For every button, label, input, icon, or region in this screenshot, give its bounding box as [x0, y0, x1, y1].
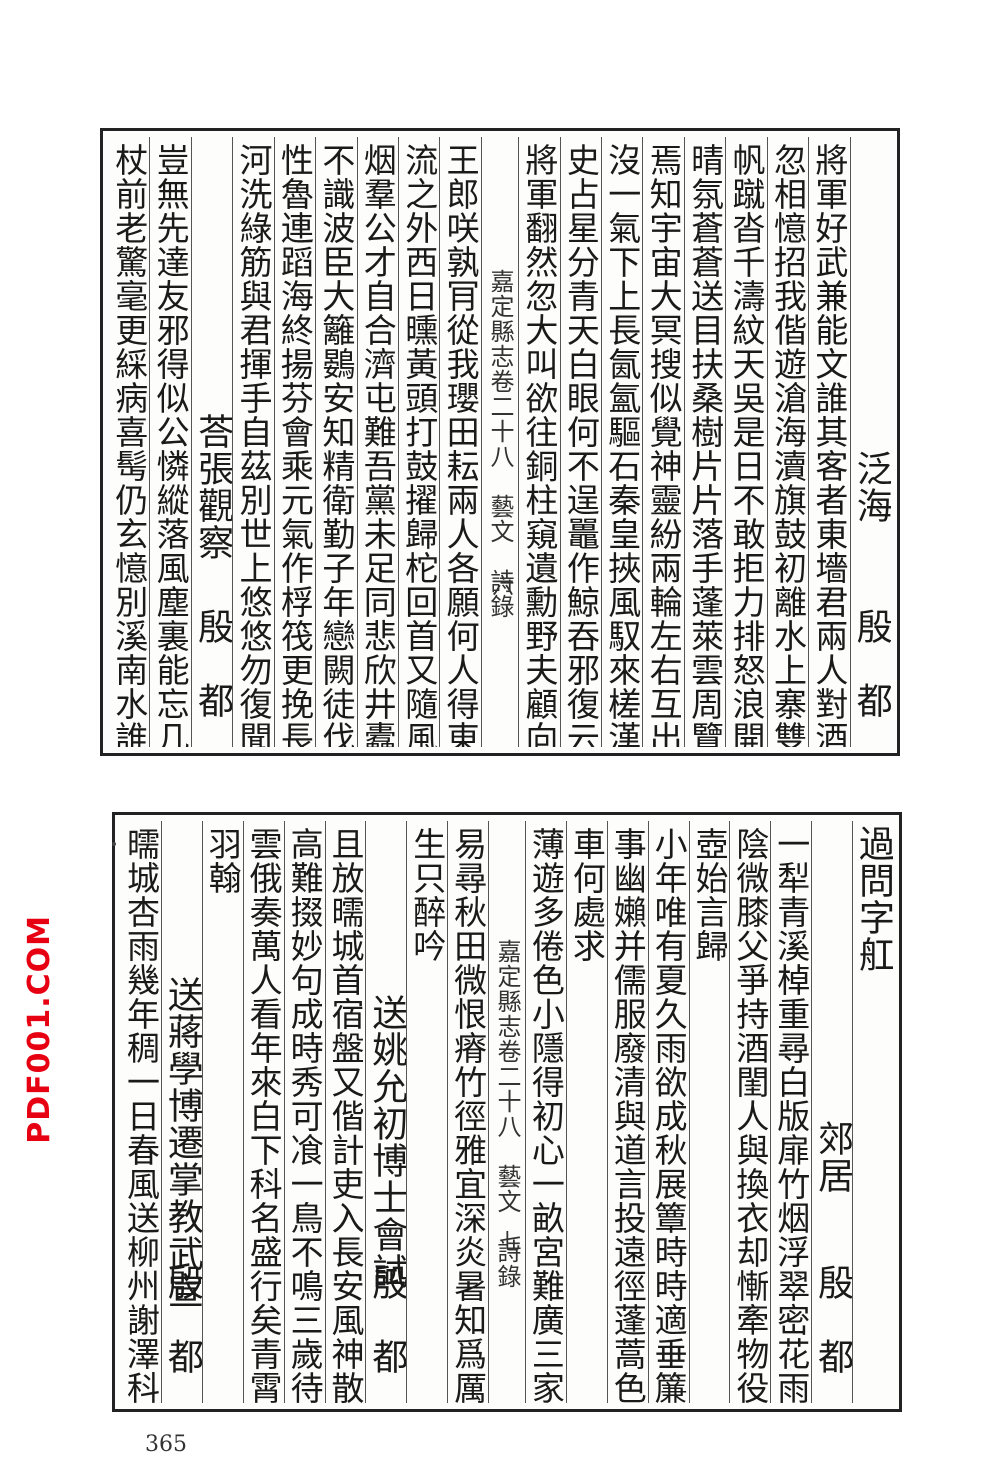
text-column: 忽相憶招我偕遊滄海瀆旗鼓初離水上寨雙: [766, 137, 808, 747]
text-column: 烟羣公才自合濟屯難吾黨未足同悲欣井蠹: [356, 137, 398, 747]
text-column: 陰微膝父爭持酒閨人與換衣却慚牽物役春: [729, 821, 770, 1403]
column-text: 壺始言歸: [689, 827, 729, 963]
text-column: 豈無先達友邪得似公憐縱落風塵裏能忘几: [149, 137, 190, 747]
column-text: 薄遊多倦色小隱得初心一畝宮難廣三家市: [526, 827, 566, 1403]
text-column: 焉知宇宙大冥搜似覺神靈紛兩輪左右互出: [642, 137, 683, 747]
text-column: 王郎咲孰肎從我瓔田耘兩人各願何人得東: [439, 137, 480, 747]
poem-author: 殷 都: [812, 1264, 853, 1375]
column-text: 帆蹴沓千濤紋天吳是日不敢拒力排怒浪開: [727, 143, 767, 747]
poem-title: 郊居: [812, 1120, 853, 1194]
title-author-column: 送姚允初博士會試殷 都: [365, 821, 406, 1403]
poem-title: 送蔣學博遷掌教武宣: [161, 975, 202, 1309]
page-number: 365: [145, 1432, 187, 1457]
text-column: 不識波臣大籬鷃安知精衛勤子年戀闕徒伐: [315, 137, 356, 747]
page-block-upper: 泛海殷 都將軍好武兼能文誰其客者東墻君兩人對酒忽相憶招我偕遊滄海瀆旗鼓初離水上寨…: [100, 128, 900, 756]
column-text: 焉知宇宙大冥搜似覺神靈紛兩輪左右互出: [644, 143, 684, 747]
text-column: 曘城杏雨幾年稠一日春風送柳州謝澤科名: [121, 821, 161, 1403]
column-text: 晴氛蒼蒼送目扶桑樹片片落手蓬萊雲周覽: [685, 143, 725, 747]
poem-title: 過問字舡: [853, 825, 893, 973]
column-text: 王郎咲孰肎從我瓔田耘兩人各願何人得東: [441, 143, 481, 747]
banxin-title: 嘉定縣志卷二十八 藝文 詩錄: [493, 939, 522, 1289]
title-author-column: 泛海殷 都: [849, 137, 891, 747]
text-column: 杖前老驚毫更綵病喜髩仍玄憶別溪南水誰: [109, 137, 149, 747]
column-text: 烟羣公才自合濟屯難吾黨未足同悲欣井蠹: [358, 143, 398, 747]
text-column: 一犁青溪棹重尋白版扉竹烟浮翠密花雨弄: [770, 821, 811, 1403]
poem-author: 殷 都: [161, 1264, 202, 1375]
text-column: 生只醉吟: [406, 821, 447, 1403]
poem-title: 送姚允初博士會試: [366, 994, 407, 1290]
column-text: 河洗綠筋與君揮手自茲別世上悠悠勿復聞: [234, 143, 273, 747]
text-column: 晴氛蒼蒼送目扶桑樹片片落手蓬萊雲周覽: [683, 137, 725, 747]
poem-author: 殷 都: [366, 1264, 407, 1375]
text-column: 羽翰: [201, 821, 243, 1403]
text-column: 河洗綠筋與君揮手自茲別世上悠悠勿復聞: [232, 137, 273, 747]
poem-author: 殷 都: [192, 608, 233, 719]
upper-columns: 泛海殷 都將軍好武兼能文誰其客者東墻君兩人對酒忽相憶招我偕遊滄海瀆旗鼓初離水上寨…: [109, 137, 891, 747]
text-column: 薄遊多倦色小隱得初心一畝宮難廣三家市: [524, 821, 566, 1403]
poem-title: 泛海: [850, 450, 891, 524]
text-column: 將軍翻然忽大叫欲往銅柱窺遺勳野夫顧向: [518, 137, 559, 747]
banxin-center-column: 嘉定縣志卷二十八 藝文 詩錄六: [480, 137, 518, 747]
text-column: 小年唯有夏久雨欲成秋展簟時時適垂簾事: [647, 821, 689, 1403]
column-text: 性魯連蹈海終揚芬會乘元氣作桴筏更挽長: [275, 143, 315, 747]
ink-speck: [112, 842, 116, 846]
column-text: 曘城杏雨幾年稠一日春風送柳州謝澤科名: [121, 827, 161, 1403]
text-column: 壺始言歸: [688, 821, 730, 1403]
banxin-center-column: 嘉定縣志卷二十八 藝文 詩錄七: [488, 821, 525, 1403]
leaf-number: 七: [495, 1230, 521, 1253]
column-text: 沒一氣下上長氤氳驅石秦皇挾風馭來槎漢: [602, 143, 642, 747]
column-text: 羽翰: [203, 827, 243, 895]
column-text: 一犁青溪棹重尋白版扉竹烟浮翠密花雨弄: [771, 827, 811, 1403]
title-author-column: 送蔣學博遷掌教武宣殷 都: [160, 821, 202, 1403]
text-column: 車何處求: [565, 821, 607, 1403]
leaf-number: 六: [488, 574, 514, 597]
title-author-column: 郊居殷 都: [811, 821, 852, 1403]
site-watermark: PDF001.COM: [22, 915, 57, 1144]
text-column: 沒一氣下上長氤氳驅石秦皇挾風馭來槎漢: [601, 137, 642, 747]
column-text: 且放曘城首宿盤又偕計吏入長安風神散虛: [325, 827, 365, 1403]
column-text: 事幽嬾并儒服廢清與道言投遠徑蓬蒿色軒: [608, 827, 648, 1403]
column-text: 流之外西日曛黃頭打鼓擢歸柁回首又隨風: [399, 143, 439, 747]
text-column: 帆蹴沓千濤紋天吳是日不敢拒力排怒浪開: [725, 137, 766, 747]
lower-columns: 過問字舡郊居殷 都一犁青溪棹重尋白版扉竹烟浮翠密花雨弄陰微膝父爭持酒閨人與換衣却…: [121, 821, 893, 1403]
column-text: 小年唯有夏久雨欲成秋展簟時時適垂簾事: [649, 827, 689, 1403]
column-text: 史占星分青天白眼何不逞鼉作鯨吞邪復云: [561, 143, 601, 747]
poem-author: 殷 都: [850, 608, 891, 719]
text-column: 且放曘城首宿盤又偕計吏入長安風神散虛: [324, 821, 366, 1403]
text-column: 性魯連蹈海終揚芬會乘元氣作桴筏更挽長: [273, 137, 315, 747]
column-text: 杖前老驚毫更綵病喜髩仍玄憶別溪南水誰: [109, 143, 149, 747]
column-text: 生只醉吟: [407, 827, 447, 963]
text-column: 易尋秋田微恨瘠竹徑雅宜深炎暑知爲厲牛: [447, 821, 488, 1403]
column-text: 將軍好武兼能文誰其客者東墻君兩人對酒: [809, 143, 849, 747]
column-text: 高難掇妙句成時秀可飡一鳥不鳴三歲待五: [285, 827, 325, 1403]
column-text: 易尋秋田微恨瘠竹徑雅宜深炎暑知爲厲牛: [448, 827, 488, 1403]
text-column: 事幽嬾并儒服廢清與道言投遠徑蓬蒿色軒: [606, 821, 648, 1403]
text-column: 將軍好武兼能文誰其客者東墻君兩人對酒: [808, 137, 849, 747]
column-text: 將軍翻然忽大叫欲往銅柱窺遺勳野夫顧向: [519, 143, 559, 747]
column-text: 不識波臣大籬鷃安知精衛勤子年戀闕徒伐: [316, 143, 356, 747]
banxin-title: 嘉定縣志卷二十八 藝文 詩錄: [486, 269, 515, 619]
column-text: 陰微膝父爭持酒閨人與換衣却慚牽物役春: [730, 827, 770, 1403]
text-column: 雲俄奏萬人看年來白下科名盛行矣青霄接: [242, 821, 284, 1403]
poem-title-column: 過問字舡: [852, 821, 893, 1403]
page-block-lower: 過問字舡郊居殷 都一犁青溪棹重尋白版扉竹烟浮翠密花雨弄陰微膝父爭持酒閨人與換衣却…: [112, 812, 902, 1412]
poem-title: 荅張觀察: [192, 413, 233, 561]
text-column: 高難掇妙句成時秀可飡一鳥不鳴三歲待五: [283, 821, 325, 1403]
column-text: 豈無先達友邪得似公憐縱落風塵裏能忘几: [151, 143, 191, 747]
text-column: 流之外西日曛黃頭打鼓擢歸柁回首又隨風: [397, 137, 439, 747]
column-text: 雲俄奏萬人看年來白下科名盛行矣青霄接: [244, 827, 284, 1403]
text-column: 史占星分青天白眼何不逞鼉作鯨吞邪復云: [559, 137, 601, 747]
column-text: 忽相憶招我偕遊滄海瀆旗鼓初離水上寨雙: [768, 143, 808, 747]
title-author-column: 荅張觀察殷 都: [190, 137, 233, 747]
column-text: 車何處求: [567, 827, 607, 963]
